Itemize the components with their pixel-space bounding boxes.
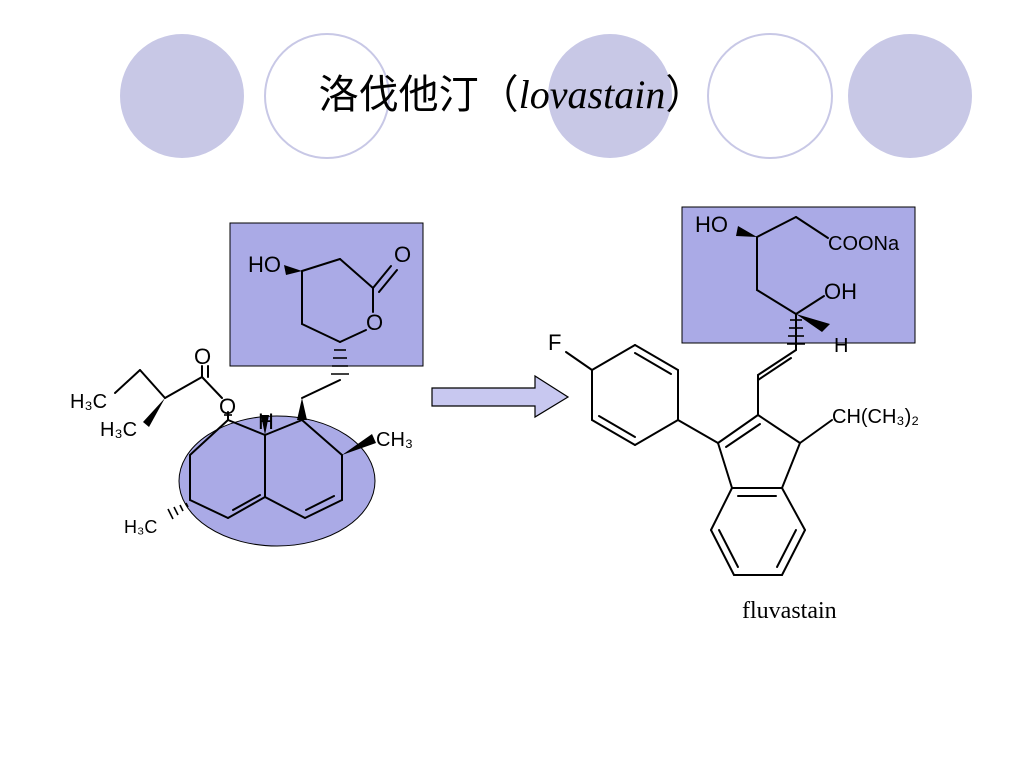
label-f: F xyxy=(548,330,561,355)
label-h3c-top: H₃C xyxy=(70,391,107,413)
label-o-ring: O xyxy=(366,310,383,335)
decor-circle-filled xyxy=(120,34,244,158)
title-cjk: 洛伐他汀（ xyxy=(318,72,519,118)
label-oh: OH xyxy=(824,279,857,304)
decor-circle-outline xyxy=(707,33,833,159)
label-h3c-bottom: H₃C xyxy=(124,517,157,537)
label-isopropyl: CH(CH₃)₂ xyxy=(832,406,919,428)
header-decoration xyxy=(120,33,972,159)
fluvastatin-structure: HO COONa OH H F CH(CH₃)₂ fluvastain xyxy=(548,206,919,624)
decor-circle-filled xyxy=(548,34,672,158)
fluvastatin-caption: fluvastain xyxy=(742,598,837,624)
label-o-ester: O xyxy=(219,394,236,419)
title-close: ） xyxy=(665,72,706,118)
label-ho: HO xyxy=(248,252,281,277)
slide-title: 洛伐他汀（lovastain） xyxy=(0,62,1024,120)
label-ch3: CH₃ xyxy=(376,429,413,451)
lovastatin-structure: HO O O O O H₃C H₃C H CH₃ H₃C xyxy=(70,222,424,547)
lactone-highlight-box xyxy=(229,222,424,367)
label-o-carbonyl: O xyxy=(394,242,411,267)
label-o-ester-carbonyl: O xyxy=(194,344,211,369)
decor-circle-outline xyxy=(264,33,390,159)
label-h: H xyxy=(834,335,848,357)
right-arrow-icon xyxy=(431,374,570,419)
label-coona: COONa xyxy=(828,233,900,255)
decor-circle-filled xyxy=(848,34,972,158)
title-latin: lovastain xyxy=(518,72,666,117)
label-h-ring: H xyxy=(258,409,274,434)
decalin-highlight-ellipse xyxy=(178,415,376,547)
label-ho: HO xyxy=(695,212,728,237)
label-h3c-mid: H₃C xyxy=(100,419,137,441)
